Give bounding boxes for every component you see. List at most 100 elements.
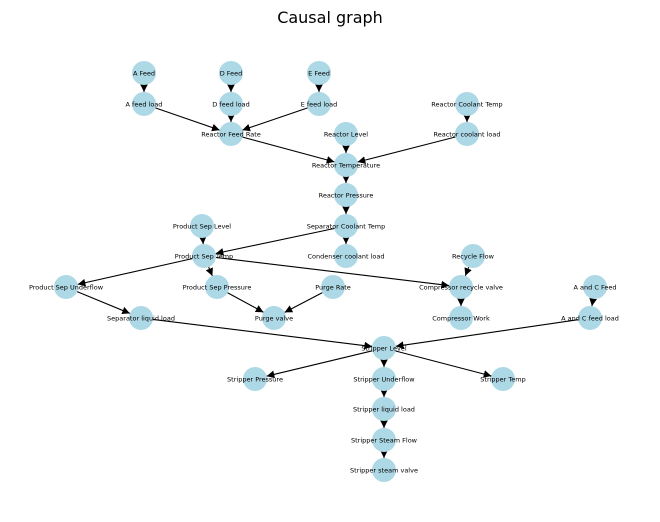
edge-product-sep-pressure-to-purge-valve [227, 292, 264, 313]
node-label: Reactor coolant load [434, 130, 501, 138]
node-label: Compressor Work [432, 314, 490, 322]
node-circle [372, 397, 396, 421]
node-label: Purge valve [255, 314, 293, 322]
node-label: Compressor recycle valve [419, 283, 503, 291]
node-circle [578, 306, 602, 330]
node-circle [334, 244, 358, 268]
node-circle [190, 214, 214, 238]
node-circle [372, 428, 396, 452]
node-a-and-c-feed-load: A and C feed load [561, 306, 619, 330]
node-circle [372, 458, 396, 482]
node-a-feed: A Feed [132, 61, 156, 85]
node-label: A and C feed load [561, 314, 619, 322]
node-circle [132, 61, 156, 85]
node-label: Reactor Temperature [312, 161, 380, 169]
node-circle [372, 367, 396, 391]
node-circle [132, 92, 156, 116]
node-circle [449, 275, 473, 299]
node-purge-rate: Purge Rate [315, 275, 351, 299]
node-label: Condenser coolant load [308, 252, 385, 260]
node-label: A feed load [126, 100, 163, 108]
node-label: Stripper Level [361, 344, 406, 352]
node-purge-valve: Purge valve [255, 306, 293, 330]
node-circle [461, 244, 485, 268]
edge-product-sep-underflow-to-separator-liquid-load [76, 291, 131, 315]
node-reactor-coolant-temp: Reactor Coolant Temp [431, 92, 503, 116]
node-d-feed-load: D feed load [212, 92, 250, 116]
node-separator-coolant-temp: Separator Coolant Temp [307, 214, 386, 238]
node-circle [219, 92, 243, 116]
node-product-sep-temp: Product Sep Temp [175, 244, 233, 268]
node-d-feed: D Feed [219, 61, 243, 85]
edge-a-and-c-feed-load-to-stripper-level [395, 319, 579, 349]
node-circle [321, 275, 345, 299]
node-stripper-pressure: Stripper Pressure [227, 367, 283, 391]
node-label: Stripper Temp [480, 375, 525, 383]
node-label: Product Sep Underflow [29, 283, 104, 291]
node-recycle-flow: Recycle Flow [452, 244, 495, 268]
edge-product-sep-temp-to-product-sep-underflow [77, 258, 193, 287]
node-label: E feed load [301, 100, 338, 108]
node-stripper-temp: Stripper Temp [480, 367, 526, 391]
node-circle [307, 61, 331, 85]
edge-e-feed-load-to-reactor-feed-rate [242, 107, 308, 132]
node-label: Reactor Coolant Temp [431, 100, 502, 108]
node-circle [129, 306, 153, 330]
node-circle [219, 61, 243, 85]
nodes-layer: A Feed D Feed E Feed A feed load D feed load… [29, 61, 619, 482]
node-product-sep-level: Product Sep Level [173, 214, 231, 238]
node-circle [262, 306, 286, 330]
node-reactor-coolant-load: Reactor coolant load [434, 122, 501, 146]
node-label: Separator Coolant Temp [307, 222, 386, 230]
edge-recycle-flow-to-compressor-recycle-valve [464, 266, 472, 277]
node-product-sep-pressure: Product Sep Pressure [183, 275, 252, 299]
node-label: Stripper steam valve [350, 466, 418, 474]
node-circle [307, 92, 331, 116]
node-stripper-underflow: Stripper Underflow [353, 367, 415, 391]
node-e-feed: E Feed [307, 61, 331, 85]
edge-product-sep-temp-to-compressor-recycle-valve [215, 256, 450, 289]
node-label: A Feed [133, 69, 155, 77]
node-label: Product Sep Temp [175, 252, 233, 260]
node-circle [334, 214, 358, 238]
node-label: D feed load [212, 100, 249, 108]
node-label: Reactor Level [324, 130, 368, 138]
node-label: Reactor Feed Rate [201, 130, 261, 138]
node-label: Product Sep Level [173, 222, 231, 230]
edge-a-feed-load-to-reactor-feed-rate [155, 107, 220, 132]
node-circle [334, 153, 358, 177]
node-circle [491, 367, 515, 391]
node-stripper-liquid-load: Stripper liquid load [353, 397, 415, 421]
edge-product-sep-temp-to-product-sep-pressure [205, 266, 213, 277]
graph-title: Causal graph [277, 8, 383, 27]
node-circle [455, 122, 479, 146]
node-label: Separator liquid load [107, 314, 175, 322]
node-reactor-temperature: Reactor Temperature [312, 153, 380, 177]
node-condenser-coolant-load: Condenser coolant load [308, 244, 385, 268]
node-compressor-recycle-valve: Compressor recycle valve [419, 275, 503, 299]
node-label: A and C Feed [574, 283, 617, 291]
node-circle [449, 306, 473, 330]
node-label: Product Sep Pressure [183, 283, 252, 291]
node-circle [372, 336, 396, 360]
node-label: Reactor Pressure [319, 191, 374, 199]
edge-a-and-c-feed-to-a-and-c-feed-load [589, 297, 597, 307]
edge-separator-liquid-load-to-stripper-level [152, 318, 373, 350]
node-reactor-pressure: Reactor Pressure [319, 183, 374, 207]
edge-purge-rate-to-purge-valve [284, 292, 323, 313]
node-label: Recycle Flow [452, 252, 495, 260]
node-circle [192, 244, 216, 268]
node-label: Stripper Underflow [353, 375, 415, 383]
node-separator-liquid-load: Separator liquid load [107, 306, 175, 330]
node-reactor-level: Reactor Level [324, 122, 368, 146]
node-compressor-work: Compressor Work [432, 306, 490, 330]
node-stripper-steam-flow: Stripper Steam Flow [351, 428, 418, 452]
node-a-and-c-feed: A and C Feed [574, 275, 617, 299]
node-circle [54, 275, 78, 299]
node-circle [583, 275, 607, 299]
edge-reactor-feed-rate-to-reactor-temperature [242, 136, 335, 164]
node-label: Stripper liquid load [353, 405, 415, 413]
edges-layer [76, 84, 597, 458]
node-label: D Feed [220, 69, 243, 77]
node-circle [455, 92, 479, 116]
